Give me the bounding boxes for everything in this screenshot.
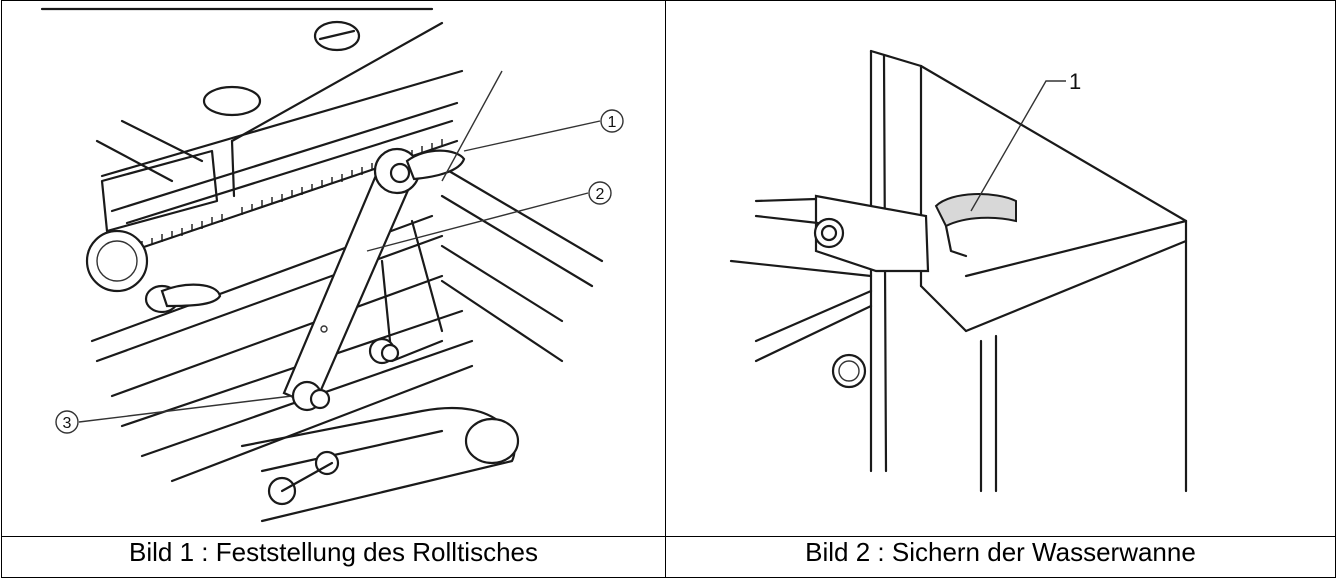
figure-1-callout-2: 2 (596, 186, 605, 203)
figure-2-cell: 1 (665, 0, 1336, 537)
figure-1-drawing: 1 2 3 (40, 7, 624, 523)
figure-2-drawing: 1 (729, 49, 1188, 493)
figure-2-caption: Bild 2 : Sichern der Wasserwanne (665, 536, 1336, 578)
figure-1-callout-3: 3 (63, 415, 72, 432)
figure-2-callout-1: 1 (1069, 69, 1081, 94)
figure-1-caption: Bild 1 : Feststellung des Rolltisches (1, 536, 666, 578)
figure-1-callout-1: 1 (608, 114, 617, 131)
figure-1-cell: 1 2 3 (1, 0, 666, 537)
